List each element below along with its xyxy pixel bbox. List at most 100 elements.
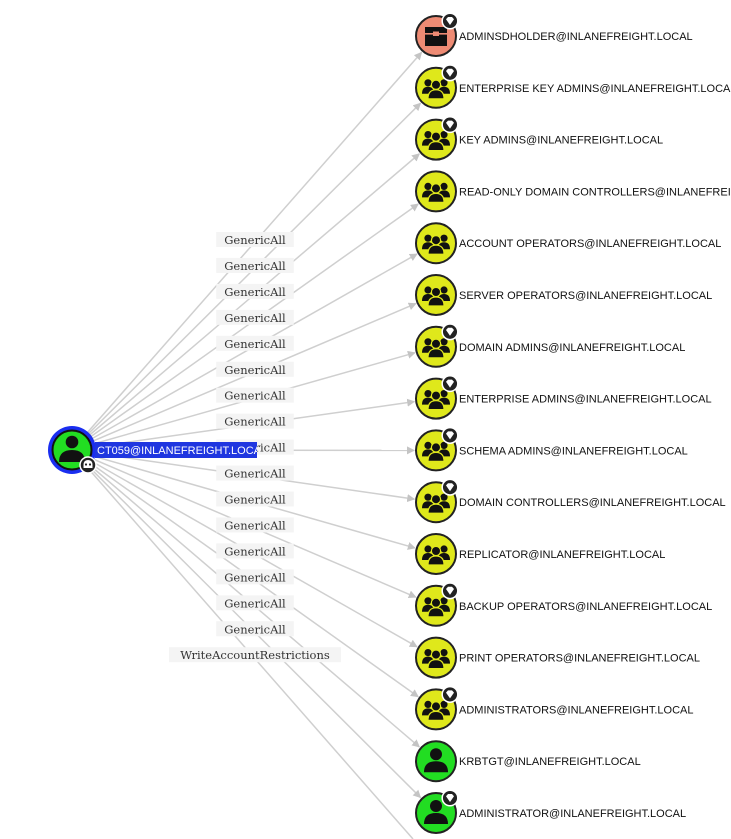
edge-label-text: GenericAll (224, 285, 286, 299)
edge-label-bg (216, 257, 294, 273)
target-node[interactable]: ACCOUNT OPERATORS@INLANEFREIGHT.LOCAL (415, 222, 721, 265)
target-node-label[interactable]: PRINT OPERATORS@INLANEFREIGHT.LOCAL (459, 653, 700, 665)
target-node[interactable]: KEY ADMINS@INLANEFREIGHT.LOCAL (415, 116, 663, 161)
edge-label-text: GenericAll (224, 544, 286, 558)
target-node-label[interactable]: READ-ONLY DOMAIN CONTROLLERS@INLANEFREIG… (459, 186, 731, 198)
edge-label-bg (216, 465, 294, 481)
group-icon (422, 493, 450, 514)
group-icon (422, 79, 450, 100)
edge-label-bg (216, 595, 294, 611)
target-node-label[interactable]: ENTERPRISE KEY ADMINS@INLANEFREIGHT.LOCA… (459, 83, 731, 95)
user-icon (424, 748, 448, 773)
target-node[interactable]: PRINT OPERATORS@INLANEFREIGHT.LOCAL (415, 636, 700, 679)
target-node[interactable]: ENTERPRISE ADMINS@INLANEFREIGHT.LOCAL (415, 375, 712, 420)
target-node-label[interactable]: DOMAIN ADMINS@INLANEFREIGHT.LOCAL (459, 342, 685, 354)
target-node-label[interactable]: ADMINISTRATOR@INLANEFREIGHT.LOCAL (459, 808, 686, 820)
target-node-label[interactable]: KRBTGT@INLANEFREIGHT.LOCAL (459, 756, 641, 768)
edge-line-offscreen[interactable] (71, 449, 414, 839)
target-node-label[interactable]: REPLICATOR@INLANEFREIGHT.LOCAL (459, 549, 665, 561)
target-node[interactable]: SCHEMA ADMINS@INLANEFREIGHT.LOCAL (415, 426, 688, 472)
group-icon (422, 131, 450, 152)
edge-label-text: GenericAll (224, 518, 286, 532)
group-icon (422, 234, 450, 255)
target-node-label[interactable]: ACCOUNT OPERATORS@INLANEFREIGHT.LOCAL (459, 238, 721, 250)
edge-label: GenericAll (216, 491, 294, 507)
edge-label-bg (216, 543, 294, 559)
target-node-label[interactable]: DOMAIN CONTROLLERS@INLANEFREIGHT.LOCAL (459, 497, 726, 509)
high-value-gem-icon (441, 323, 459, 341)
target-node-label[interactable]: SERVER OPERATORS@INLANEFREIGHT.LOCAL (459, 290, 712, 302)
target-node[interactable]: REPLICATOR@INLANEFREIGHT.LOCAL (415, 533, 665, 575)
source-label-highlight (95, 442, 257, 458)
high-value-gem-icon (441, 426, 459, 444)
edge-label-text: GenericAll (224, 570, 286, 584)
source-node[interactable]: CT059@INLANEFREIGHT.LOCAL (48, 426, 267, 474)
edge-line[interactable] (71, 253, 418, 451)
edge-label-text: GenericAll (224, 337, 286, 351)
edge-line[interactable] (71, 302, 417, 451)
target-node-label[interactable]: ADMINSDHOLDER@INLANEFREIGHT.LOCAL (459, 31, 693, 43)
edge-line[interactable] (71, 203, 419, 451)
group-icon (422, 286, 450, 307)
high-value-gem-icon (441, 685, 459, 703)
edge-label: GenericAll (216, 232, 294, 247)
edge-label-text: GenericAll (224, 233, 286, 247)
edge-label-bg (216, 621, 294, 637)
edge-label-bg (216, 517, 294, 533)
edge-label: GenericAll (216, 283, 294, 299)
group-icon (422, 338, 450, 359)
edge-label-text: GenericAll (224, 259, 286, 273)
high-value-gem-icon (441, 582, 459, 600)
target-node[interactable]: ENTERPRISE KEY ADMINS@INLANEFREIGHT.LOCA… (415, 64, 731, 109)
target-node-label[interactable]: BACKUP OPERATORS@INLANEFREIGHT.LOCAL (459, 601, 712, 613)
high-value-gem-icon (441, 116, 459, 134)
edge-label-bg (216, 491, 294, 507)
edge-label-text: GenericAll (224, 311, 286, 325)
target-node[interactable]: KRBTGT@INLANEFREIGHT.LOCAL (415, 740, 641, 783)
target-node[interactable]: READ-ONLY DOMAIN CONTROLLERS@INLANEFREIG… (415, 170, 731, 213)
source-node-label[interactable]: CT059@INLANEFREIGHT.LOCAL (97, 445, 267, 457)
edge-label-bg (216, 387, 294, 403)
edge-label: GenericAll (216, 595, 294, 611)
target-node[interactable]: ADMINISTRATORS@INLANEFREIGHT.LOCAL (415, 685, 693, 731)
high-value-gem-icon (441, 789, 459, 807)
edge-label-bg (216, 283, 294, 299)
edge-label: GenericAll (216, 543, 294, 559)
target-node[interactable]: ADMINSDHOLDER@INLANEFREIGHT.LOCAL (415, 12, 693, 57)
edge-label-text: GenericAll (224, 415, 286, 429)
target-node[interactable]: ADMINISTRATOR@INLANEFREIGHT.LOCAL (415, 789, 686, 834)
target-node[interactable]: DOMAIN ADMINS@INLANEFREIGHT.LOCAL (415, 323, 685, 368)
edge-label: WriteAccountRestrictions (169, 647, 341, 663)
group-icon (422, 649, 450, 670)
edge-label: GenericAll (216, 335, 294, 351)
target-node-label[interactable]: KEY ADMINS@INLANEFREIGHT.LOCAL (459, 135, 663, 147)
user-icon (424, 800, 448, 824)
target-node-label[interactable]: ADMINISTRATORS@INLANEFREIGHT.LOCAL (459, 704, 693, 716)
target-node[interactable]: BACKUP OPERATORS@INLANEFREIGHT.LOCAL (415, 582, 712, 627)
edge-label: GenericAll (216, 465, 294, 481)
target-node[interactable]: SERVER OPERATORS@INLANEFREIGHT.LOCAL (415, 274, 712, 316)
target-node-label[interactable]: SCHEMA ADMINS@INLANEFREIGHT.LOCAL (459, 445, 688, 457)
group-icon (422, 182, 450, 203)
edge-label: GenericAll (216, 621, 294, 637)
group-icon (422, 700, 450, 721)
edge-line[interactable] (71, 153, 421, 451)
owned-badge-icon (79, 456, 97, 474)
edge-label: GenericAll (216, 361, 294, 377)
edge-label-bg (216, 361, 294, 377)
target-node[interactable]: DOMAIN CONTROLLERS@INLANEFREIGHT.LOCAL (415, 478, 726, 524)
edge-label-bg (216, 569, 294, 585)
target-node-label[interactable]: ENTERPRISE ADMINS@INLANEFREIGHT.LOCAL (459, 394, 712, 406)
edge-label: GenericAll (216, 257, 294, 273)
group-icon (422, 545, 450, 566)
edge-label-bg (216, 335, 294, 351)
edge-line[interactable] (71, 51, 423, 451)
group-icon (422, 441, 450, 462)
edge-label-bg (216, 232, 294, 247)
edge-label-text: GenericAll (224, 493, 286, 507)
user-icon (59, 435, 85, 462)
edge-line[interactable] (71, 102, 422, 451)
edge-label: GenericAll (216, 309, 294, 325)
edge-label-bg (169, 647, 341, 663)
